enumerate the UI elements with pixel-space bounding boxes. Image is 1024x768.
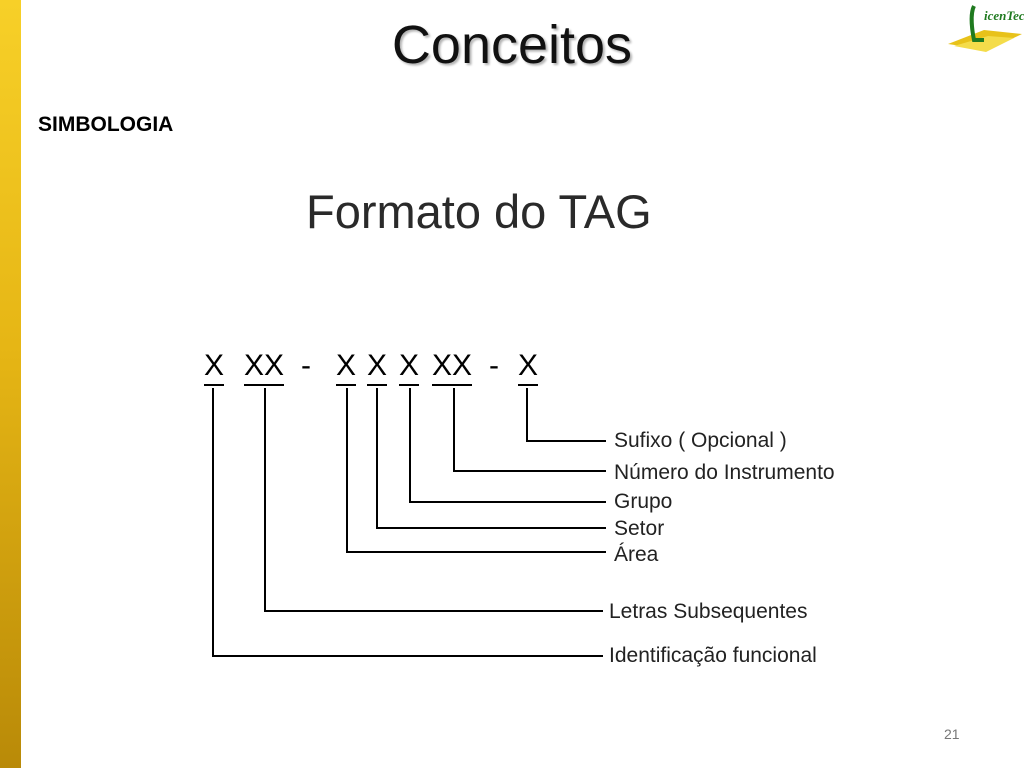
tag-char-letras: XX xyxy=(244,350,285,386)
svg-text:icenTec: icenTec xyxy=(984,8,1024,23)
label-numero-instrumento: Número do Instrumento xyxy=(614,461,835,484)
label-area: Área xyxy=(614,543,659,566)
connector-letras xyxy=(264,388,603,612)
tag-char-numero: XX xyxy=(432,350,473,386)
tag-char-setor: X xyxy=(367,350,388,386)
label-letras-subsequentes: Letras Subsequentes xyxy=(609,600,808,623)
label-sufixo: Sufixo ( Opcional ) xyxy=(614,429,787,452)
connector-setor xyxy=(376,388,606,529)
label-setor: Setor xyxy=(614,517,665,540)
tag-char-grupo: X xyxy=(399,350,420,386)
slide-title: Conceitos xyxy=(391,15,633,75)
tag-separator: - xyxy=(489,349,499,382)
decorative-side-bar xyxy=(0,0,21,768)
connector-numero xyxy=(453,388,606,472)
section-label: SIMBOLOGIA xyxy=(38,113,174,136)
connector-sufixo xyxy=(526,388,606,442)
diagram-heading: Formato do TAG xyxy=(306,185,652,238)
tag-char-identificacao: X xyxy=(204,350,225,386)
connector-grupo xyxy=(409,388,606,503)
connector-area xyxy=(346,388,606,553)
tag-char-sufixo: X xyxy=(518,350,539,386)
licentec-logo-icon: icenTec xyxy=(944,0,1024,60)
page-number: 21 xyxy=(944,726,960,742)
tag-char-area: X xyxy=(336,350,357,386)
connector-identificacao xyxy=(212,388,603,657)
tag-separator: - xyxy=(301,349,311,382)
label-identificacao-funcional: Identificação funcional xyxy=(609,644,817,667)
label-grupo: Grupo xyxy=(614,490,673,513)
